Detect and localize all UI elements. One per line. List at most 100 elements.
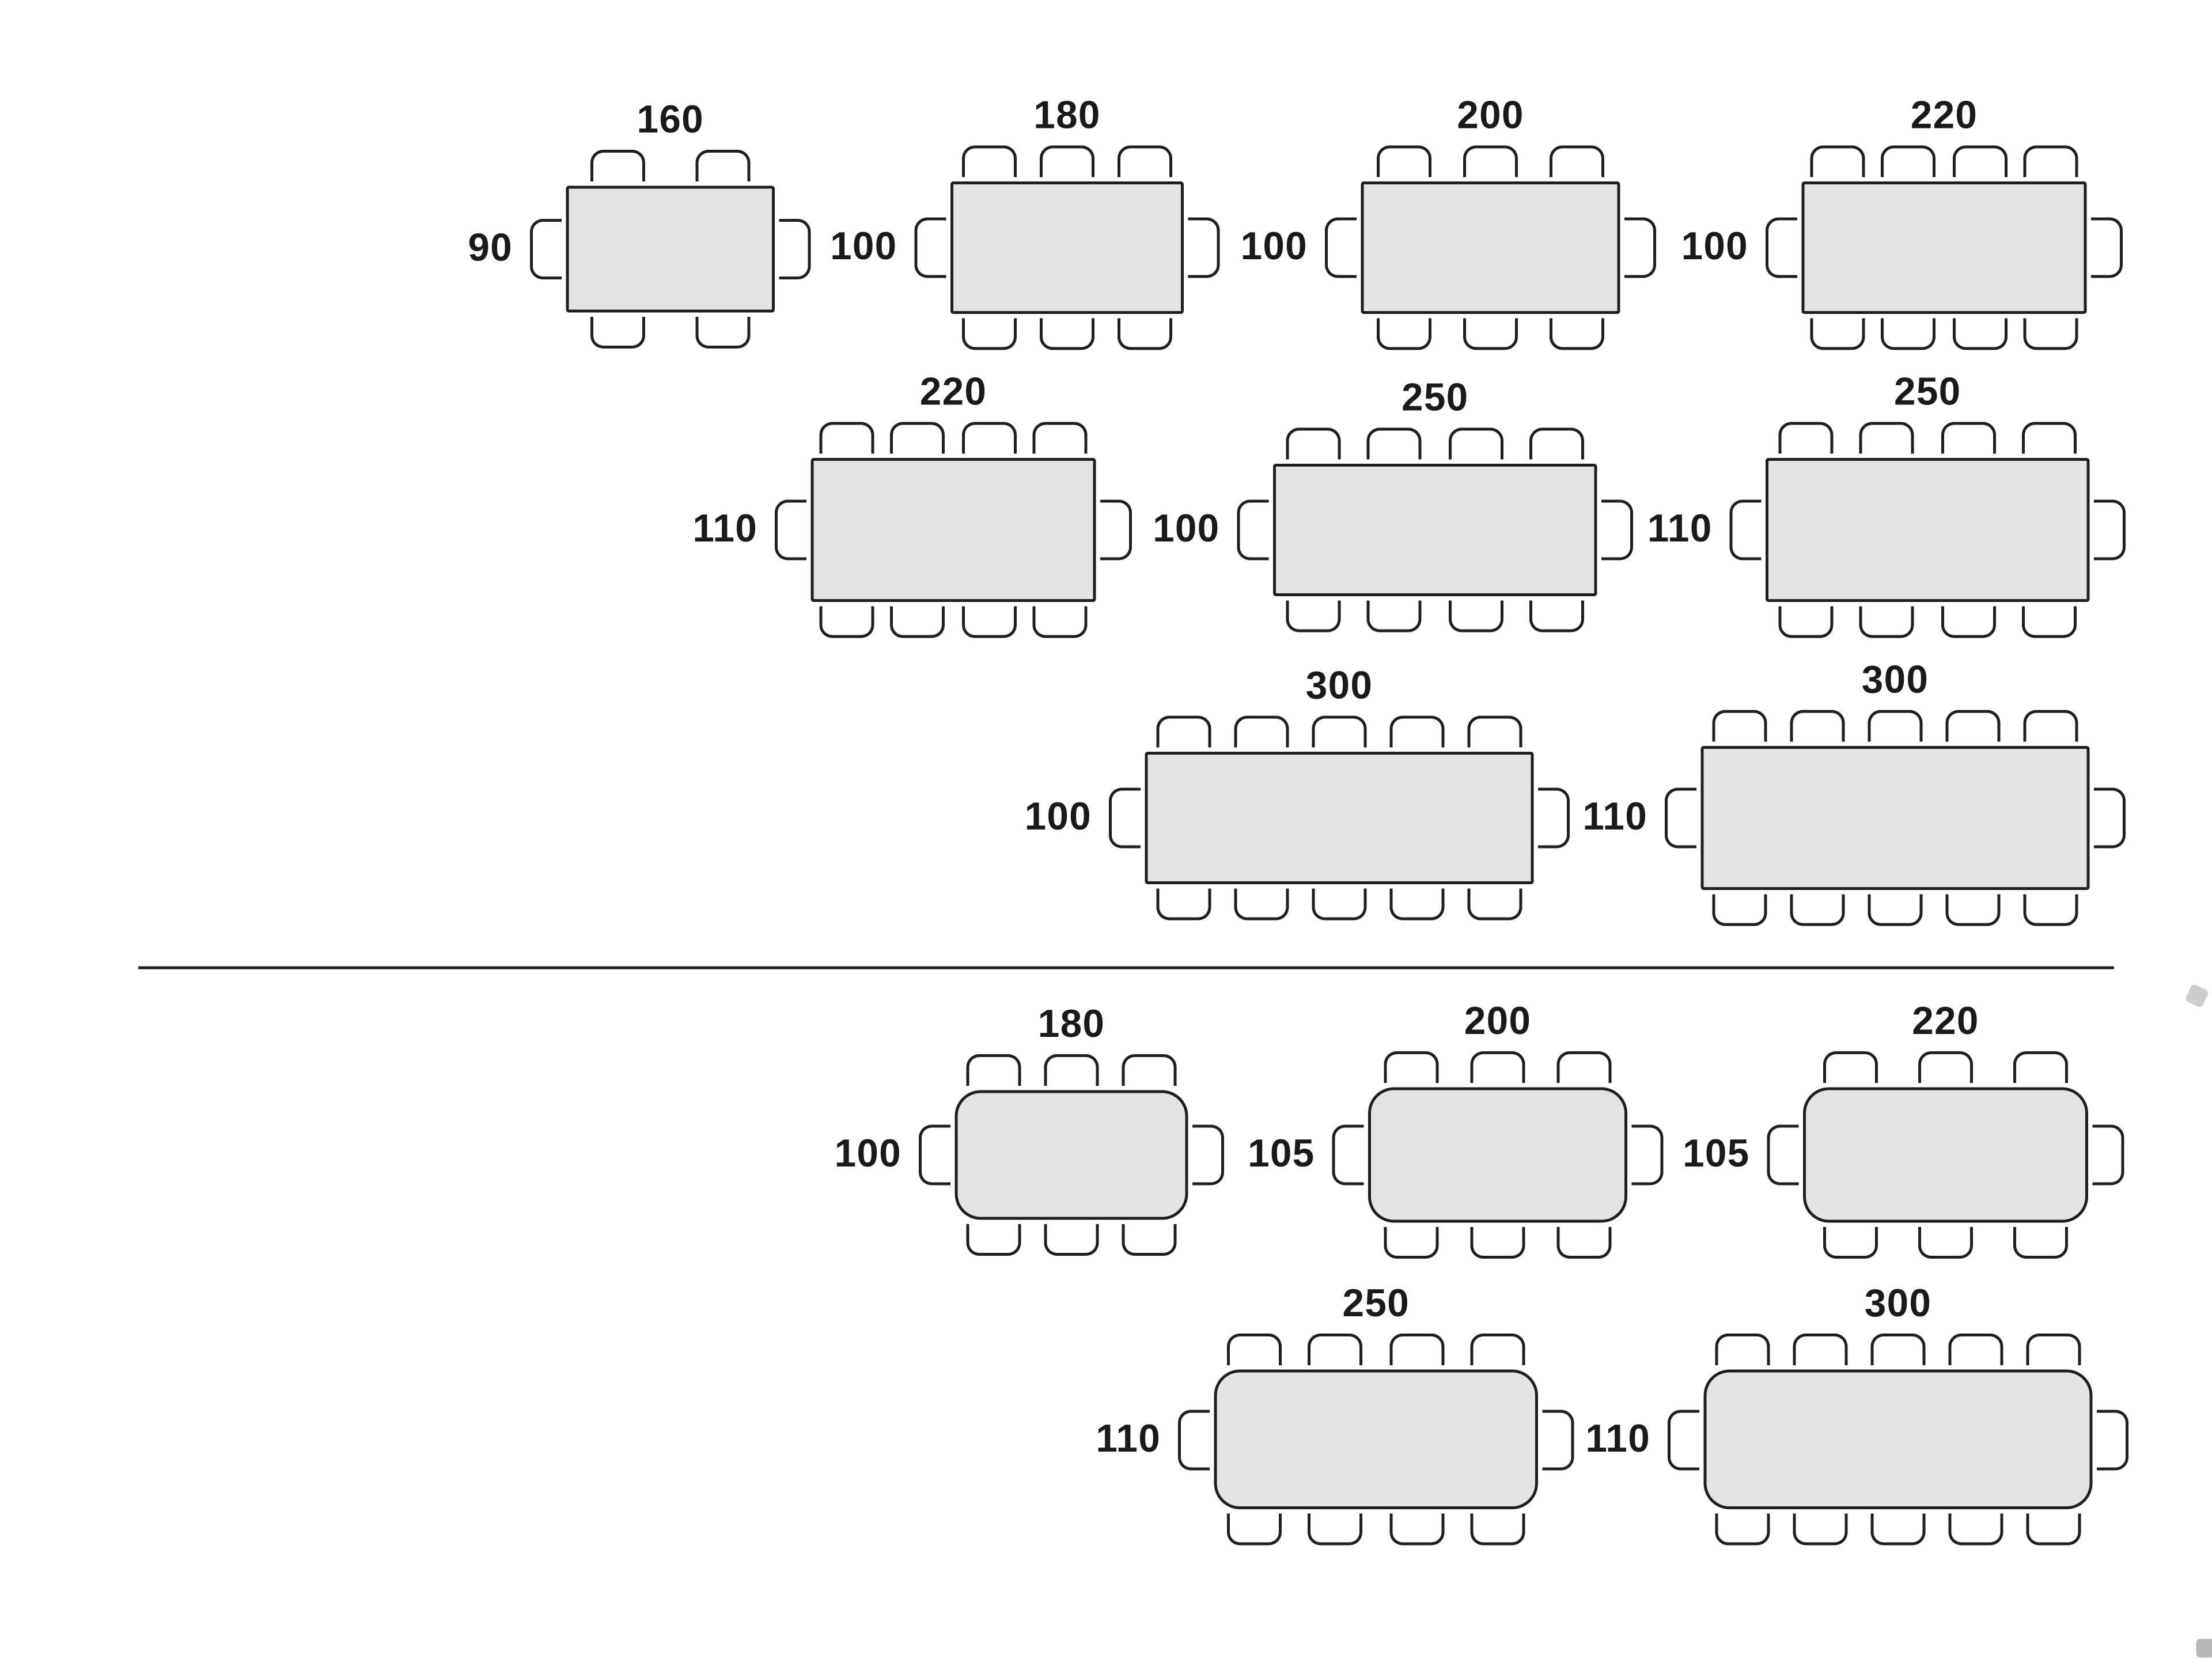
chair-icon (1948, 1334, 2003, 1365)
chair-icon (2094, 787, 2126, 849)
table-top (1273, 464, 1597, 596)
chair-icon (1286, 427, 1341, 460)
chair-icon (1945, 710, 2001, 742)
table-top (955, 1090, 1188, 1220)
chair-icon (1040, 318, 1094, 350)
chair-icon (2094, 499, 2126, 560)
chair-icon (1668, 1409, 1699, 1470)
chair-icon (1040, 145, 1094, 177)
table-depth-label: 110 (1585, 1416, 1650, 1460)
table-depth-label: 100 (1153, 507, 1220, 550)
chair-icon (919, 1124, 950, 1185)
chair-icon (961, 422, 1017, 454)
table-width-label: 220 (1910, 93, 1978, 137)
chair-icon (1729, 499, 1762, 560)
chair-icon (1192, 1124, 1224, 1185)
chair-icon (1556, 1051, 1612, 1083)
chair-icon (1467, 888, 1522, 921)
chair-icon (1870, 1513, 1926, 1546)
chair-icon (962, 318, 1017, 350)
chair-icon (779, 219, 811, 279)
chair-icon (1156, 888, 1211, 921)
table-width-label: 180 (1037, 1002, 1105, 1046)
chair-icon (1793, 1513, 1848, 1546)
table-top (1700, 746, 2090, 890)
table-depth-label: 110 (692, 507, 757, 550)
chair-icon (2013, 1051, 2068, 1083)
chair-icon (890, 422, 945, 454)
chair-icon (1766, 217, 1797, 278)
chair-icon (1463, 318, 1518, 350)
chair-icon (1952, 145, 2008, 177)
chair-icon (1122, 1224, 1177, 1256)
chair-icon (1470, 1334, 1525, 1365)
chair-icon (1237, 499, 1269, 560)
table-width-label: 300 (1305, 664, 1373, 707)
chair-icon (2021, 606, 2077, 638)
chair-icon (1470, 1227, 1525, 1259)
chair-icon (1044, 1224, 1099, 1256)
chair-icon (1308, 1334, 1363, 1365)
chair-icon (966, 1224, 1021, 1256)
chair-icon (2023, 894, 2078, 926)
chair-icon (961, 606, 1017, 638)
chair-icon (1308, 1513, 1363, 1546)
chair-icon (914, 217, 946, 278)
chair-icon (1234, 888, 1289, 921)
chair-icon (1367, 600, 1422, 632)
chair-icon (1809, 145, 1865, 177)
chair-icon (819, 422, 874, 454)
table-width-label: 160 (637, 98, 704, 141)
chair-icon (1859, 606, 1915, 638)
chair-icon (1823, 1051, 1878, 1083)
table-top (1361, 181, 1620, 314)
table-depth-label: 100 (830, 225, 897, 268)
chair-icon (1033, 422, 1088, 454)
chair-icon (2092, 1124, 2124, 1185)
chair-icon (1624, 217, 1656, 278)
chair-icon (1538, 787, 1570, 849)
chair-icon (1389, 715, 1445, 748)
chair-icon (1325, 217, 1357, 278)
chair-icon (1332, 1124, 1364, 1185)
chair-icon (590, 150, 646, 181)
table-width-label: 200 (1464, 999, 1532, 1043)
table-top (810, 458, 1096, 602)
chair-icon (2091, 217, 2123, 278)
chair-icon (775, 499, 806, 560)
chair-icon (1778, 606, 1834, 638)
chair-icon (1793, 1334, 1848, 1365)
chair-icon (1778, 422, 1834, 454)
table-top (1368, 1087, 1627, 1223)
chair-icon (1188, 217, 1220, 278)
chair-icon (1881, 318, 1936, 350)
chair-icon (2021, 422, 2077, 454)
chair-icon (1809, 318, 1865, 350)
table-top (1214, 1369, 1538, 1509)
table-depth-label: 110 (1096, 1416, 1161, 1460)
table-width-label: 250 (1402, 376, 1469, 419)
chair-icon (1941, 606, 1996, 638)
table-width-label: 220 (1912, 999, 1979, 1043)
chair-icon (890, 606, 945, 638)
chair-icon (1542, 1409, 1574, 1470)
table-depth-label: 105 (1683, 1132, 1750, 1175)
table-width-label: 250 (1894, 370, 1961, 414)
chair-icon (1100, 499, 1132, 560)
chair-icon (1377, 145, 1431, 177)
chair-icon (1529, 600, 1584, 632)
table-depth-label: 100 (1024, 795, 1092, 838)
chair-icon (1389, 888, 1445, 921)
chair-icon (1118, 145, 1172, 177)
table-top (1801, 181, 2087, 314)
chair-icon (1790, 894, 1845, 926)
chair-icon (1122, 1054, 1177, 1086)
chair-icon (1033, 606, 1088, 638)
chair-icon (1448, 600, 1503, 632)
chair-icon (2023, 710, 2078, 742)
decor-mark (2196, 1639, 2212, 1658)
chair-icon (1631, 1124, 1664, 1185)
chair-icon (1118, 318, 1172, 350)
